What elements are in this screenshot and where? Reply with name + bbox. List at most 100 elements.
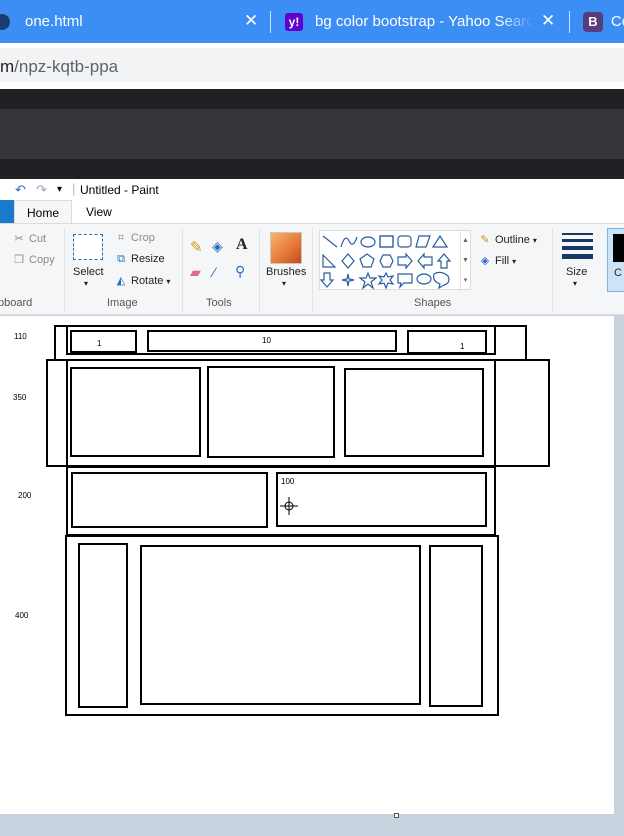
url-text: m/npz-kqtb-ppa <box>0 57 119 76</box>
shapes-gallery[interactable]: ▲▼▾ <box>319 230 471 291</box>
row3-left-box <box>71 472 268 528</box>
resize-icon: ⧉ <box>117 253 125 265</box>
rotate-label: Rotate <box>131 275 164 287</box>
redo-icon[interactable]: ↷ <box>36 182 47 197</box>
row4-center-box <box>140 545 421 705</box>
copy-icon: ❐ <box>14 254 24 266</box>
drawing-canvas[interactable]: 110 350 200 400 1 10 1 100 <box>0 316 614 814</box>
close-icon[interactable]: ✕ <box>541 11 556 30</box>
customize-quick-access-icon[interactable]: ▾ <box>57 184 63 195</box>
page-header-bar <box>0 89 624 109</box>
group-separator <box>64 228 65 312</box>
row2-outer-box <box>46 359 550 467</box>
clipboard-group-label: pboard <box>0 297 33 309</box>
select-dropdown-icon[interactable]: ▾ <box>84 279 89 288</box>
color1-button[interactable]: C <box>607 228 624 292</box>
fill-dropdown-icon: ▾ <box>512 257 517 266</box>
crop-icon: ⌗ <box>117 232 125 244</box>
fill-button[interactable]: ◈ Fill▾ <box>478 254 516 267</box>
tab-yahoo-search[interactable]: y! bg color bootstrap - Yahoo Search ✕ <box>272 0 568 43</box>
tab-bootstrap[interactable]: B Co <box>570 0 624 43</box>
canvas-resize-handle[interactable] <box>394 813 399 818</box>
crosshair-cursor-icon <box>280 497 298 515</box>
row2-inner-box <box>66 359 496 468</box>
brushes-icon[interactable] <box>270 232 302 264</box>
undo-icon[interactable]: ↶ <box>15 182 26 197</box>
tab-view[interactable]: View <box>86 205 112 219</box>
row1-inner-box <box>66 325 496 355</box>
color1-label: C <box>614 267 622 279</box>
group-separator <box>182 228 183 312</box>
tab-title: Co <box>610 13 624 30</box>
box-label-10: 10 <box>262 336 271 345</box>
brushes-dropdown-icon[interactable]: ▾ <box>282 279 287 288</box>
row-label-4: 400 <box>15 611 29 620</box>
tab-one-html[interactable]: one.html ✕ <box>0 0 270 43</box>
row1-right-box <box>407 330 487 354</box>
color-picker-icon[interactable]: ⁄ <box>213 264 216 280</box>
size-dropdown-icon[interactable]: ▾ <box>573 279 578 288</box>
group-separator <box>312 228 313 312</box>
globe-icon <box>0 13 10 30</box>
outline-icon: ✎ <box>480 234 490 246</box>
tools-group-label: Tools <box>206 297 232 309</box>
outline-dropdown-icon: ▾ <box>532 236 537 245</box>
copy-label: Copy <box>29 254 55 266</box>
yahoo-icon: y! <box>285 12 303 31</box>
magnifier-icon[interactable]: ⚲ <box>235 263 246 279</box>
scissors-icon: ✂ <box>14 233 24 245</box>
group-separator <box>259 228 260 312</box>
cut-label: Cut <box>29 233 47 245</box>
save-icon[interactable]: ▪ <box>0 182 1 197</box>
shapes-gallery-icons <box>319 234 452 290</box>
row1-left-box <box>70 330 137 353</box>
tab-title: one.html <box>25 13 83 30</box>
tab-title: bg color bootstrap - Yahoo Search <box>315 13 533 30</box>
bootstrap-icon: B <box>583 11 603 32</box>
paint-title-bar: ▪ ↶ ↷ ▾ | Untitled - Paint <box>0 179 624 200</box>
fill-icon: ◈ <box>480 255 490 267</box>
ribbon-tabs: Home View <box>0 200 624 224</box>
cut-button[interactable]: ✂ Cut <box>12 232 46 245</box>
row2-box-3 <box>344 368 484 457</box>
row-label-1: 110 <box>14 332 27 341</box>
outline-button[interactable]: ✎Outline▾ <box>478 233 537 246</box>
row2-box-1 <box>70 367 201 457</box>
group-separator <box>552 228 553 312</box>
tab-separator <box>270 11 271 33</box>
browser-tab-strip: one.html ✕ y! bg color bootstrap - Yahoo… <box>0 0 624 43</box>
text-tool-icon[interactable]: A <box>236 236 248 253</box>
fill-label: Fill <box>495 255 510 267</box>
row2-box-2 <box>207 366 335 458</box>
tab-home[interactable]: Home <box>14 200 72 224</box>
ribbon: ✂ Cut ❐ Copy pboard Select ▾ ⌗Crop ⧉ Resize… <box>0 223 624 315</box>
row-label-3: 200 <box>18 491 32 500</box>
color1-swatch <box>613 234 624 262</box>
address-bar: m/npz-kqtb-ppa <box>0 43 624 89</box>
pencil-icon[interactable]: ✎ <box>190 239 203 256</box>
rotate-button[interactable]: ◭Rotate▾ <box>114 274 171 287</box>
size-button[interactable]: Size <box>566 266 588 278</box>
resize-button[interactable]: ⧉ Resize <box>114 253 165 266</box>
page-toolbar <box>0 109 624 159</box>
image-group-label: Image <box>107 297 138 309</box>
eraser-icon[interactable]: ▰ <box>190 264 201 280</box>
url-field[interactable]: m/npz-kqtb-ppa <box>0 48 624 82</box>
row3-right-box <box>276 472 487 527</box>
brushes-button[interactable]: Brushes <box>266 266 307 278</box>
file-tab[interactable] <box>0 200 14 223</box>
drawing-sketch: 110 350 200 400 1 10 1 100 <box>13 325 550 716</box>
crop-button[interactable]: ⌗Crop <box>114 232 155 245</box>
close-icon[interactable]: ✕ <box>244 11 259 30</box>
select-button[interactable]: Select <box>73 266 104 278</box>
box-label-100: 100 <box>281 477 295 486</box>
size-icon[interactable] <box>562 233 593 259</box>
rotate-icon: ◭ <box>116 275 126 287</box>
tab-separator <box>569 11 570 33</box>
select-icon[interactable] <box>73 234 103 260</box>
copy-button[interactable]: ❐ Copy <box>12 253 55 266</box>
window-title: Untitled - Paint <box>80 183 159 197</box>
resize-label: Resize <box>131 253 165 265</box>
shapes-scroll[interactable]: ▲▼▾ <box>460 231 470 291</box>
fill-bucket-icon[interactable]: ◈ <box>212 238 223 254</box>
